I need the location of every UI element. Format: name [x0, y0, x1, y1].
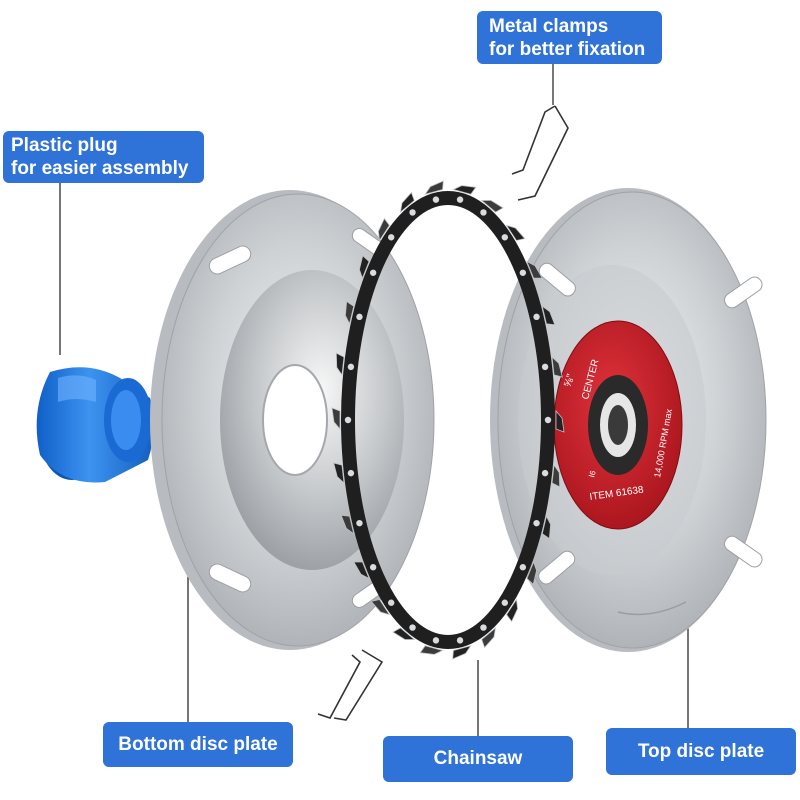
chain-tooth: [526, 560, 538, 586]
chain-rivet: [456, 637, 464, 644]
chain-tooth: [505, 224, 526, 241]
chain-tooth: [551, 356, 563, 378]
chain-rivet: [533, 519, 540, 527]
callout-top-disc-plate: Top disc plate: [606, 728, 796, 775]
chain-tooth: [480, 200, 504, 213]
chain-rivet: [409, 624, 416, 631]
chain-tooth: [335, 352, 345, 377]
top-disc-plate: [490, 188, 767, 652]
chain-tooth: [551, 463, 561, 488]
chain-rivet: [387, 234, 395, 241]
metal-clamp-top: [511, 105, 569, 201]
chain-rivet: [541, 469, 549, 477]
chain-rivet: [501, 599, 509, 606]
callout-chainsaw: Chainsaw: [383, 736, 573, 782]
chain-rivet: [356, 313, 363, 321]
chain-tooth: [358, 254, 370, 280]
metal-clamp-bottom: [317, 649, 384, 721]
label-size: ⅝": [562, 373, 578, 389]
chainsaw-chain: [331, 180, 565, 660]
chain-rivet: [519, 269, 527, 276]
chain-rivet: [347, 363, 355, 371]
chain-tooth: [419, 645, 444, 655]
label-arbor: Ⅰ6: [587, 469, 598, 478]
chain-rivet: [533, 313, 540, 321]
chain-rivet: [480, 624, 487, 631]
chain-tooth: [481, 626, 497, 649]
chain-tooth: [353, 561, 370, 580]
callout-bottom-disc-plate: Bottom disc plate: [103, 722, 293, 767]
chain-tooth: [452, 185, 477, 195]
chain-tooth: [344, 300, 355, 325]
callout-plastic-plug-line1: Plastic plug: [11, 135, 118, 156]
chain-rivet: [480, 209, 487, 216]
chain-rivet: [387, 599, 395, 606]
chain-tooth: [370, 599, 391, 616]
chain-tooth: [424, 180, 444, 195]
callout-metal-clamps: Metal clamps for better fixation: [477, 11, 662, 64]
chain-tooth: [392, 627, 416, 640]
chain-rivet: [369, 269, 377, 276]
chain-rivet: [519, 564, 527, 571]
chain-rivet: [501, 234, 509, 241]
chain-rivet: [541, 363, 549, 371]
callout-bottom-disc-plate-text: Bottom disc plate: [118, 734, 278, 755]
chain-tooth: [331, 407, 341, 431]
chain-rivet: [544, 416, 552, 424]
chain-rivet: [347, 469, 355, 477]
callout-top-disc-plate-text: Top disc plate: [637, 741, 765, 762]
chain-tooth: [555, 409, 565, 433]
chain-tooth: [541, 515, 552, 540]
chain-tooth: [452, 645, 472, 660]
callout-plastic-plug-line2: for easier assembly: [11, 158, 189, 179]
callout-plastic-plug: Plastic plug for easier assembly: [3, 131, 204, 183]
plastic-plug: [36, 367, 154, 483]
callout-metal-clamps-line1: Metal clamps: [489, 16, 609, 37]
chain-rivet: [432, 196, 440, 203]
chain-tooth: [340, 514, 355, 535]
chain-rivet: [432, 637, 440, 644]
bottom-disc-plate: [150, 190, 435, 650]
chain-rivet: [344, 416, 352, 424]
chain-tooth: [399, 191, 415, 214]
callout-metal-clamps-line2: for better fixation: [489, 39, 646, 60]
chain-tooth: [333, 462, 345, 484]
chain-rivet: [409, 209, 416, 216]
chain-tooth: [506, 598, 519, 623]
chain-tooth: [541, 305, 556, 326]
chain-rivet: [456, 196, 464, 203]
chain-tooth: [526, 260, 543, 279]
callout-chainsaw-text: Chainsaw: [433, 748, 523, 769]
chain-tooth: [377, 217, 390, 242]
chain-rivet: [369, 564, 377, 571]
chain-rivet: [356, 519, 363, 527]
